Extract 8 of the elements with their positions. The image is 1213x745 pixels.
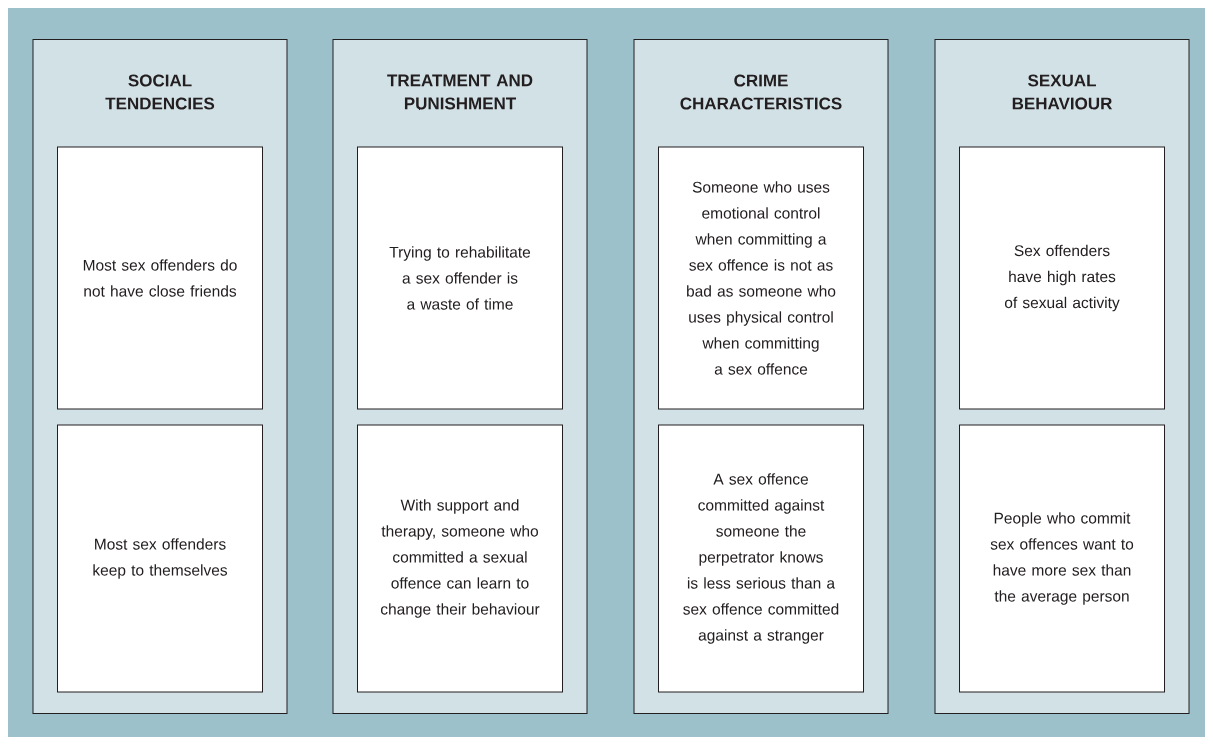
- statement-box: Most sex offenders keep to themselves: [57, 424, 263, 693]
- statement-box: People who commit sex offences want to have more sex than the average person: [959, 424, 1165, 693]
- statement-box: A sex offence committed against someone the perpetrator knows is less serious than a sex offence committed against a stranger: [658, 424, 864, 693]
- statement-box: Someone who uses emotional control when committing a sex offence is not as bad as someone who uses physical control when committing a sex offence: [658, 146, 864, 410]
- statement-box: Trying to rehabilitate a sex offender is a waste of time: [357, 146, 563, 410]
- statement-box: Most sex offenders do not have close friends: [57, 146, 263, 410]
- statement-box: Sex offenders have high rates of sexual activity: [959, 146, 1165, 410]
- statement-box: With support and therapy, someone who committed a sexual offence can learn to change their behaviour: [357, 424, 563, 693]
